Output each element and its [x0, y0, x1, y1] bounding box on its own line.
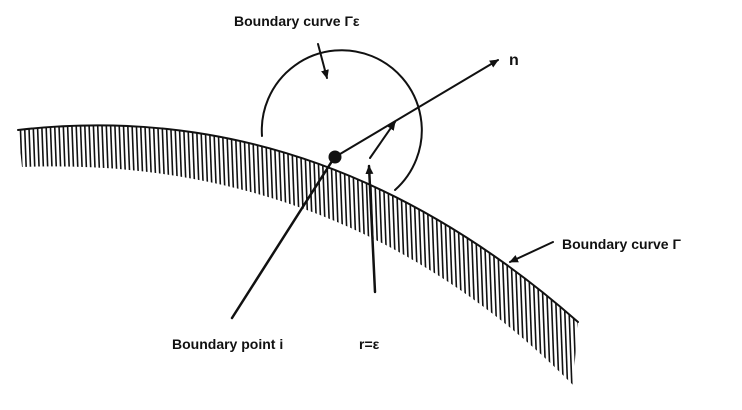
hatch-line — [237, 125, 251, 385]
hatch-line — [202, 125, 217, 385]
hatch-line — [482, 125, 496, 385]
hatch-line — [353, 125, 367, 385]
label-normal-n: n — [509, 52, 519, 69]
hatch-line — [525, 125, 539, 385]
label-boundary-curve-gamma: Boundary curve Γ — [562, 236, 681, 252]
hatch-line — [357, 125, 372, 385]
hatch-line — [473, 125, 488, 385]
hatch-line — [211, 125, 225, 385]
hatch-line — [336, 125, 350, 385]
normal-vector-arrow — [334, 59, 499, 158]
hatch-line — [288, 125, 303, 385]
hatch-line — [516, 125, 531, 385]
hatch-line — [508, 125, 522, 385]
hatch-line — [490, 125, 505, 385]
hatch-line — [344, 125, 359, 385]
hatch-line — [18, 125, 23, 385]
hatch-line — [18, 125, 28, 385]
inner-arrow — [369, 121, 396, 159]
hatch-line — [340, 125, 354, 385]
hatch-line — [318, 125, 333, 385]
epsilon-arc — [260, 49, 423, 191]
hatch-line — [241, 125, 255, 385]
hatch-line — [228, 125, 243, 385]
hatch-line — [301, 125, 316, 385]
hatch-line — [215, 125, 230, 385]
hatch-line — [245, 125, 260, 385]
hatch-line — [348, 125, 363, 385]
hatch-line — [314, 125, 329, 385]
hatch-line — [486, 125, 501, 385]
hatch-line — [520, 125, 535, 385]
boundary-point-i — [328, 150, 342, 164]
gamma-leader — [509, 241, 554, 263]
label-boundary-curve-gamma-eps: Boundary curve Γε — [234, 13, 360, 29]
hatch-line — [503, 125, 518, 385]
hatch-line — [323, 125, 337, 385]
hatch-line — [181, 125, 195, 385]
hatch-line — [305, 125, 320, 385]
hatch-line — [198, 125, 212, 385]
hatch-line — [529, 125, 544, 385]
hatch-line — [499, 125, 513, 385]
hatch-line — [297, 125, 311, 385]
label-boundary-point-i: Boundary point i — [172, 336, 283, 352]
hatch-line — [310, 125, 324, 385]
hatch-line — [267, 125, 281, 385]
hatch-line — [168, 125, 182, 385]
point-leader-line — [230, 156, 336, 320]
hatch-line — [224, 125, 238, 385]
hatch-line — [284, 125, 298, 385]
hatch-line — [495, 125, 509, 385]
hatch-line — [194, 125, 208, 385]
hatch-line — [477, 125, 492, 385]
label-radius: r=ε — [359, 336, 380, 352]
hatch-line — [232, 125, 247, 385]
hatch-line — [327, 125, 341, 385]
boundary-top-edge — [17, 124, 579, 323]
radius-arrow — [365, 164, 377, 294]
hatch-line — [219, 125, 234, 385]
hatch-line — [185, 125, 200, 385]
gamma-eps-leader — [317, 43, 329, 79]
hatched-boundary-region — [17, 124, 579, 385]
hatch-line — [176, 125, 191, 385]
hatch-line — [172, 125, 187, 385]
hatch-line — [189, 125, 204, 385]
hatch-line — [207, 125, 221, 385]
hatch-line — [512, 125, 526, 385]
hatch-line — [262, 125, 277, 385]
hatch-line — [331, 125, 346, 385]
hatch-line — [293, 125, 307, 385]
